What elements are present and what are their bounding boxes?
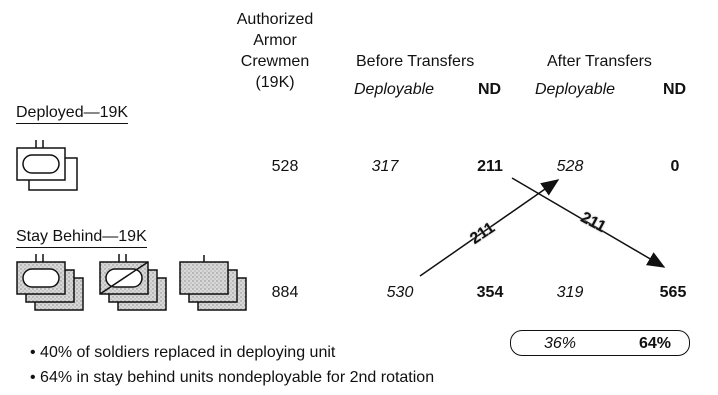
percentage-deployable: 36% bbox=[543, 335, 577, 352]
deployed-unit-icon bbox=[16, 140, 78, 191]
header-armor: Armor bbox=[253, 32, 297, 49]
deployed-authorized: 528 bbox=[271, 158, 299, 175]
deployed-before-nd: 211 bbox=[477, 158, 503, 175]
bullet-item: • 64% in stay behind units nondeployable… bbox=[30, 369, 435, 386]
stay-behind-authorized: 884 bbox=[271, 284, 299, 301]
stay-behind-before-deployable: 530 bbox=[386, 284, 414, 301]
stay-behind-after-nd: 565 bbox=[659, 284, 687, 301]
header-after-transfers: After Transfers bbox=[547, 53, 652, 70]
bullet-text: 40% of soldiers replaced in deploying un… bbox=[40, 344, 336, 361]
bullet-text: 64% in stay behind units nondeployable f… bbox=[40, 369, 435, 386]
stay-behind-support-icon bbox=[179, 255, 247, 311]
deployed-after-deployable: 528 bbox=[556, 158, 584, 175]
bullet-item: • 40% of soldiers replaced in deploying … bbox=[30, 344, 336, 361]
row-label-stay-behind: Stay Behind—19K bbox=[16, 227, 147, 248]
header-before-nd: ND bbox=[478, 81, 502, 98]
deployed-after-nd: 0 bbox=[670, 158, 680, 175]
header-before-transfers: Before Transfers bbox=[356, 53, 475, 70]
percentage-nd: 64% bbox=[638, 335, 672, 352]
stay-behind-mech-icon bbox=[99, 254, 167, 311]
header-before-deployable: Deployable bbox=[354, 81, 435, 98]
header-crewmen: Crewmen bbox=[240, 53, 310, 70]
transfer-arrow-up bbox=[419, 179, 560, 277]
percentage-box bbox=[510, 330, 690, 356]
header-after-nd: ND bbox=[663, 81, 687, 98]
stay-behind-before-nd: 354 bbox=[476, 284, 504, 301]
stay-behind-armor-icon bbox=[16, 254, 84, 311]
stay-behind-after-deployable: 319 bbox=[556, 284, 584, 301]
deployed-before-deployable: 317 bbox=[371, 158, 399, 175]
header-authorized: Authorized bbox=[236, 11, 314, 28]
transfer-arrow-down bbox=[511, 177, 666, 268]
row-label-deployed: Deployed—19K bbox=[16, 103, 129, 124]
header-after-deployable: Deployable bbox=[535, 81, 616, 98]
header-code: (19K) bbox=[255, 74, 295, 91]
